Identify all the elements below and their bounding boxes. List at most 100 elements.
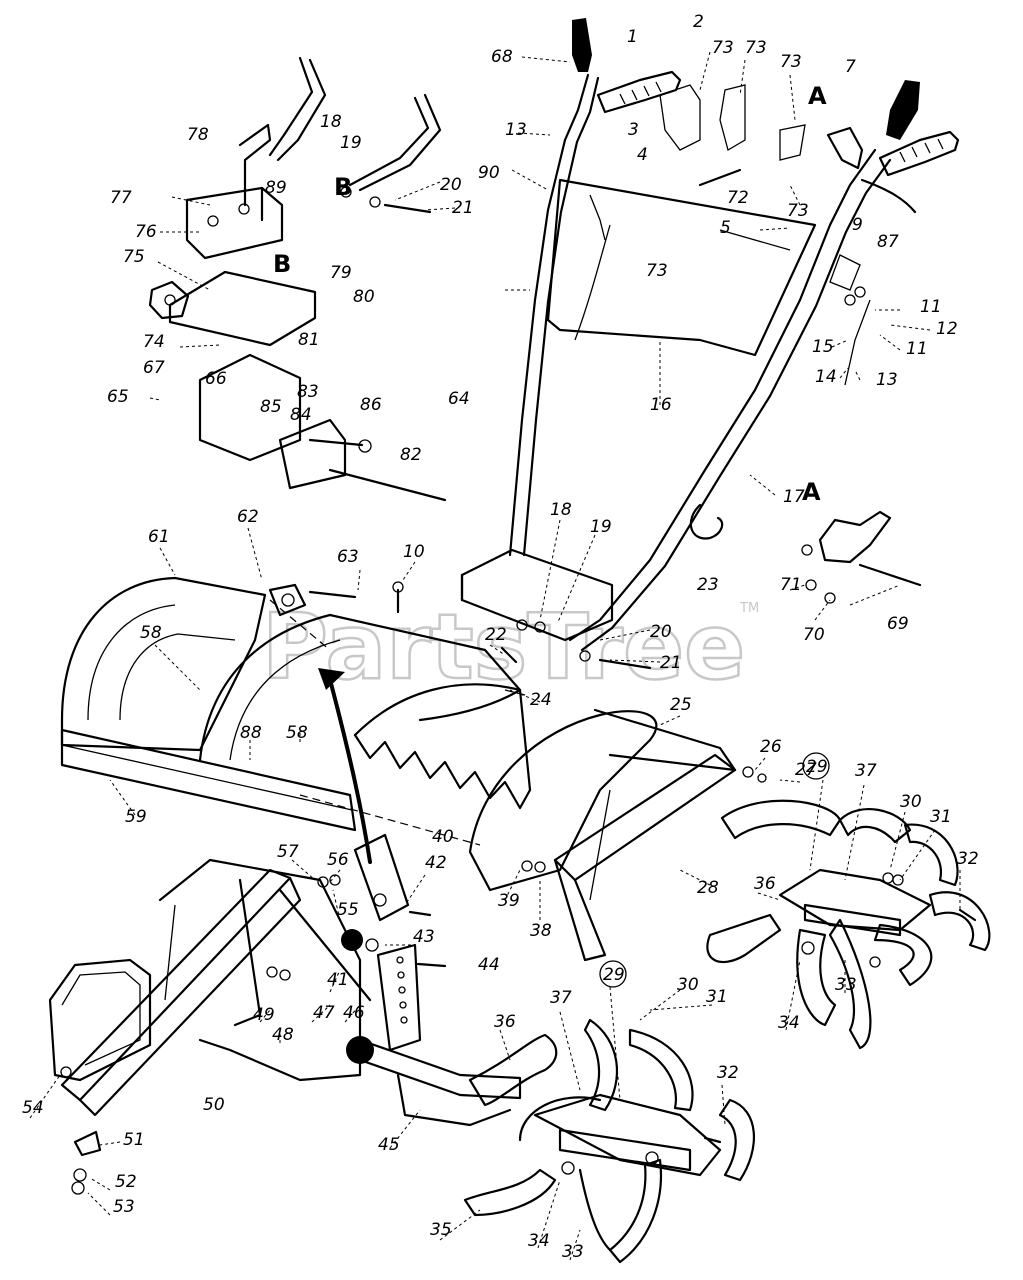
callout-38: 38 <box>530 921 552 941</box>
callout-86: 86 <box>360 395 382 415</box>
callout-32a: 32 <box>957 849 979 869</box>
callout-49: 49 <box>253 1005 275 1025</box>
callout-5: 5 <box>720 218 731 238</box>
tine-shield <box>60 576 532 832</box>
callout-73c: 73 <box>780 52 802 72</box>
detail-b-bracket <box>148 56 447 502</box>
callout-68: 68 <box>491 47 513 67</box>
detail-letters: A A B B <box>273 82 827 506</box>
callout-73e: 73 <box>646 261 668 281</box>
callout-22: 22 <box>485 625 507 645</box>
left-fender <box>60 576 267 752</box>
adjust-spring <box>341 929 363 951</box>
callout-39: 39 <box>498 891 520 911</box>
callout-9: 9 <box>852 215 863 235</box>
axle-hub <box>346 1036 374 1064</box>
watermark-trademark: TM <box>739 601 759 616</box>
callout-46: 46 <box>343 1003 365 1023</box>
front-skid <box>48 958 152 1082</box>
callout-69: 69 <box>887 614 909 634</box>
callout-44: 44 <box>478 955 500 975</box>
callout-78: 78 <box>187 125 209 145</box>
detail-letter-b-top: B <box>334 173 352 201</box>
callout-10: 10 <box>403 542 425 562</box>
callout-73b: 73 <box>745 38 767 58</box>
callout-37b: 37 <box>550 988 572 1008</box>
upper-hardware-cluster <box>659 84 701 151</box>
callout-51: 51 <box>123 1130 145 1150</box>
right-handle-bar <box>568 148 877 642</box>
callout-34b: 34 <box>528 1231 550 1251</box>
callout-2: 2 <box>693 12 704 32</box>
throttle-cable <box>844 299 871 386</box>
left-handle-bar <box>508 73 590 557</box>
callout-13a: 13 <box>505 120 527 140</box>
callout-64: 64 <box>448 389 470 409</box>
callout-66: 66 <box>205 369 227 389</box>
front-deflector-bar <box>60 728 357 832</box>
callout-28: 28 <box>697 878 719 898</box>
callout-81: 81 <box>298 330 320 350</box>
callout-30b: 30 <box>677 975 699 995</box>
callout-27: 27 <box>795 760 817 780</box>
callout-20b: 20 <box>650 622 672 642</box>
right-knob <box>886 80 920 140</box>
callout-75: 75 <box>123 247 145 267</box>
callout-17: 17 <box>783 487 805 507</box>
callout-73d: 73 <box>787 201 809 221</box>
watermark: PartsTree TM <box>261 594 759 702</box>
callout-80: 80 <box>353 287 375 307</box>
watermark-text: PartsTree <box>262 595 745 700</box>
callout-21a: 21 <box>452 198 474 218</box>
callout-23: 23 <box>697 575 719 595</box>
detail-a-lever <box>801 510 922 604</box>
adjustment-knob <box>148 280 190 320</box>
callout-18b: 18 <box>550 500 572 520</box>
callout-89: 89 <box>265 178 287 198</box>
left-tine-assembly <box>463 1018 756 1264</box>
callout-73a: 73 <box>712 38 734 58</box>
depth-bar <box>553 753 737 882</box>
callout-57: 57 <box>277 842 299 862</box>
callout-24: 24 <box>530 690 552 710</box>
callout-90: 90 <box>478 163 500 183</box>
callout-29b: 29 <box>603 965 625 985</box>
cable-clip <box>689 503 724 540</box>
callout-35: 35 <box>430 1220 452 1240</box>
callout-33a: 33 <box>835 975 857 995</box>
callout-58b: 58 <box>286 723 308 743</box>
reference-line-hood <box>299 794 481 846</box>
handle-shield-panel <box>546 178 817 357</box>
callout-76: 76 <box>135 222 157 242</box>
callout-87: 87 <box>877 232 899 252</box>
callout-56: 56 <box>327 850 349 870</box>
control-lever <box>826 126 864 170</box>
detail-letter-a-top: A <box>808 82 827 110</box>
callout-65: 65 <box>107 387 129 407</box>
right-tine-assembly <box>706 799 991 1050</box>
callout-25: 25 <box>670 695 692 715</box>
callout-32b: 32 <box>717 1063 739 1083</box>
callout-45: 45 <box>378 1135 400 1155</box>
callout-26: 26 <box>760 737 782 757</box>
callout-42: 42 <box>425 853 447 873</box>
callout-31a: 31 <box>930 807 952 827</box>
callout-79: 79 <box>330 263 352 283</box>
callout-48: 48 <box>272 1025 294 1045</box>
detail-letter-a-bottom: A <box>802 478 821 506</box>
left-knob <box>572 18 592 72</box>
callout-7: 7 <box>845 57 856 77</box>
callout-83: 83 <box>297 382 319 402</box>
detail-letter-b-left: B <box>273 250 291 278</box>
callout-58a: 58 <box>140 623 162 643</box>
callout-34a: 34 <box>778 1013 800 1033</box>
callout-40: 40 <box>432 827 454 847</box>
callout-4: 4 <box>637 145 648 165</box>
callout-12: 12 <box>936 319 958 339</box>
callout-1: 1 <box>627 27 638 47</box>
callout-19a: 19 <box>340 133 362 153</box>
transmission-frame <box>48 833 522 1195</box>
callout-11a: 11 <box>920 297 942 317</box>
callout-15: 15 <box>812 337 834 357</box>
callout-52: 52 <box>115 1172 137 1192</box>
